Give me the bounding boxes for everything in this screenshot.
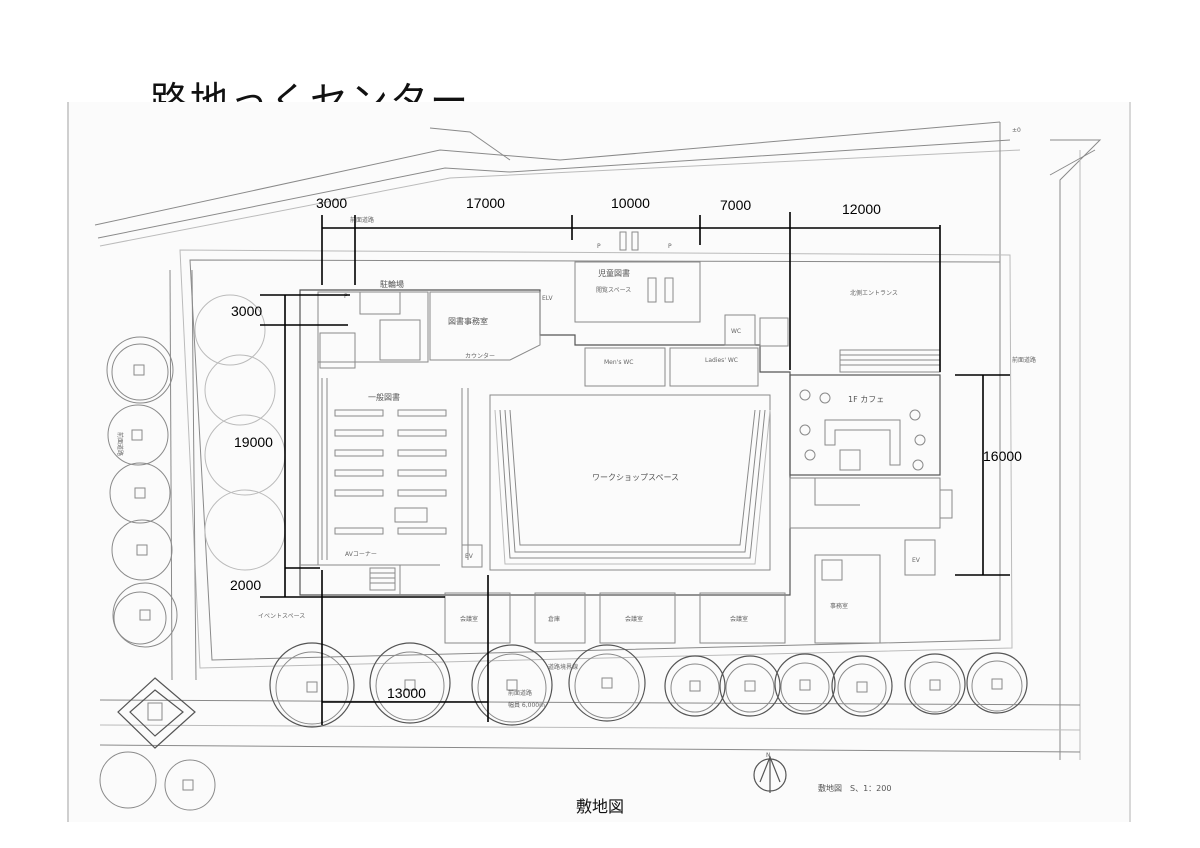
figure-caption: 敷地図 bbox=[575, 797, 624, 816]
label-front-road-bottom: 前面道路 bbox=[508, 689, 532, 697]
label-first-lib: 一般図書 bbox=[368, 392, 400, 402]
dim-3000-top: 3000 bbox=[316, 195, 347, 211]
label-boundary: 道路境界線 bbox=[548, 663, 578, 671]
bookshelves bbox=[334, 409, 447, 535]
label-ladies-wc: Ladies' WC bbox=[705, 357, 738, 364]
label-library-office: 図書事務室 bbox=[448, 316, 488, 326]
dim-10000: 10000 bbox=[611, 195, 650, 211]
cafe-area bbox=[789, 374, 941, 476]
label-ev: EV bbox=[465, 553, 474, 560]
trees-bottom-left bbox=[99, 751, 216, 811]
dimension-lines bbox=[260, 212, 1010, 725]
label-front-road-top: 前面道路 bbox=[350, 216, 374, 224]
label-workshop: ワークショップスペース bbox=[592, 473, 679, 482]
label-terrace: 北側エントランス bbox=[850, 289, 898, 297]
label-meeting3: 会議室 bbox=[730, 615, 748, 623]
workshop-space bbox=[489, 394, 771, 571]
north-arrow bbox=[753, 755, 787, 793]
label-av: AVコーナー bbox=[345, 551, 377, 558]
dim-13000: 13000 bbox=[387, 685, 426, 701]
stairs-left bbox=[369, 567, 396, 591]
label-parking-bike: 駐輪場 bbox=[380, 279, 404, 289]
trees-left bbox=[106, 294, 286, 648]
label-ev2: EV bbox=[912, 557, 921, 564]
label-elv: ELV bbox=[542, 295, 553, 302]
label-cafe: 1F カフェ bbox=[848, 395, 884, 404]
label-front-road-right: 前面道路 bbox=[1012, 356, 1036, 364]
label-wc: WC bbox=[731, 328, 741, 335]
label-counter: カウンター bbox=[465, 352, 495, 360]
label-road-width: 幅員 6,000m bbox=[508, 701, 545, 709]
diamond-feature bbox=[117, 677, 196, 749]
dim-7000: 7000 bbox=[720, 197, 751, 213]
dim-2000: 2000 bbox=[230, 577, 261, 593]
label-p3: P bbox=[344, 293, 348, 300]
dim-16000: 16000 bbox=[983, 448, 1022, 464]
label-p2: P bbox=[668, 243, 672, 250]
dim-3000-left: 3000 bbox=[231, 303, 262, 319]
label-meeting1: 会議室 bbox=[460, 615, 478, 623]
label-front-road-left: 前面道路 bbox=[116, 432, 124, 456]
north-label: N bbox=[766, 752, 771, 759]
scan-paper bbox=[68, 102, 1130, 822]
dim-17000: 17000 bbox=[466, 195, 505, 211]
trees-bottom bbox=[269, 642, 1028, 728]
label-p1: P bbox=[597, 243, 601, 250]
label-meeting2: 会議室 bbox=[625, 615, 643, 623]
dim-12000: 12000 bbox=[842, 201, 881, 217]
label-mens-wc: Men's WC bbox=[604, 359, 633, 366]
label-childrens-lib: 児童図書 bbox=[598, 268, 630, 278]
dim-19000: 19000 bbox=[234, 434, 273, 450]
label-plus-minus: ±0 bbox=[1012, 127, 1021, 134]
label-reading: 閲覧スペース bbox=[596, 286, 631, 294]
label-event: イベントスペース bbox=[258, 613, 305, 620]
label-store: 倉庫 bbox=[548, 615, 560, 623]
building bbox=[299, 231, 953, 644]
label-office: 事務室 bbox=[830, 602, 848, 610]
scale-label: 敷地図 S、1：200 bbox=[818, 783, 891, 793]
